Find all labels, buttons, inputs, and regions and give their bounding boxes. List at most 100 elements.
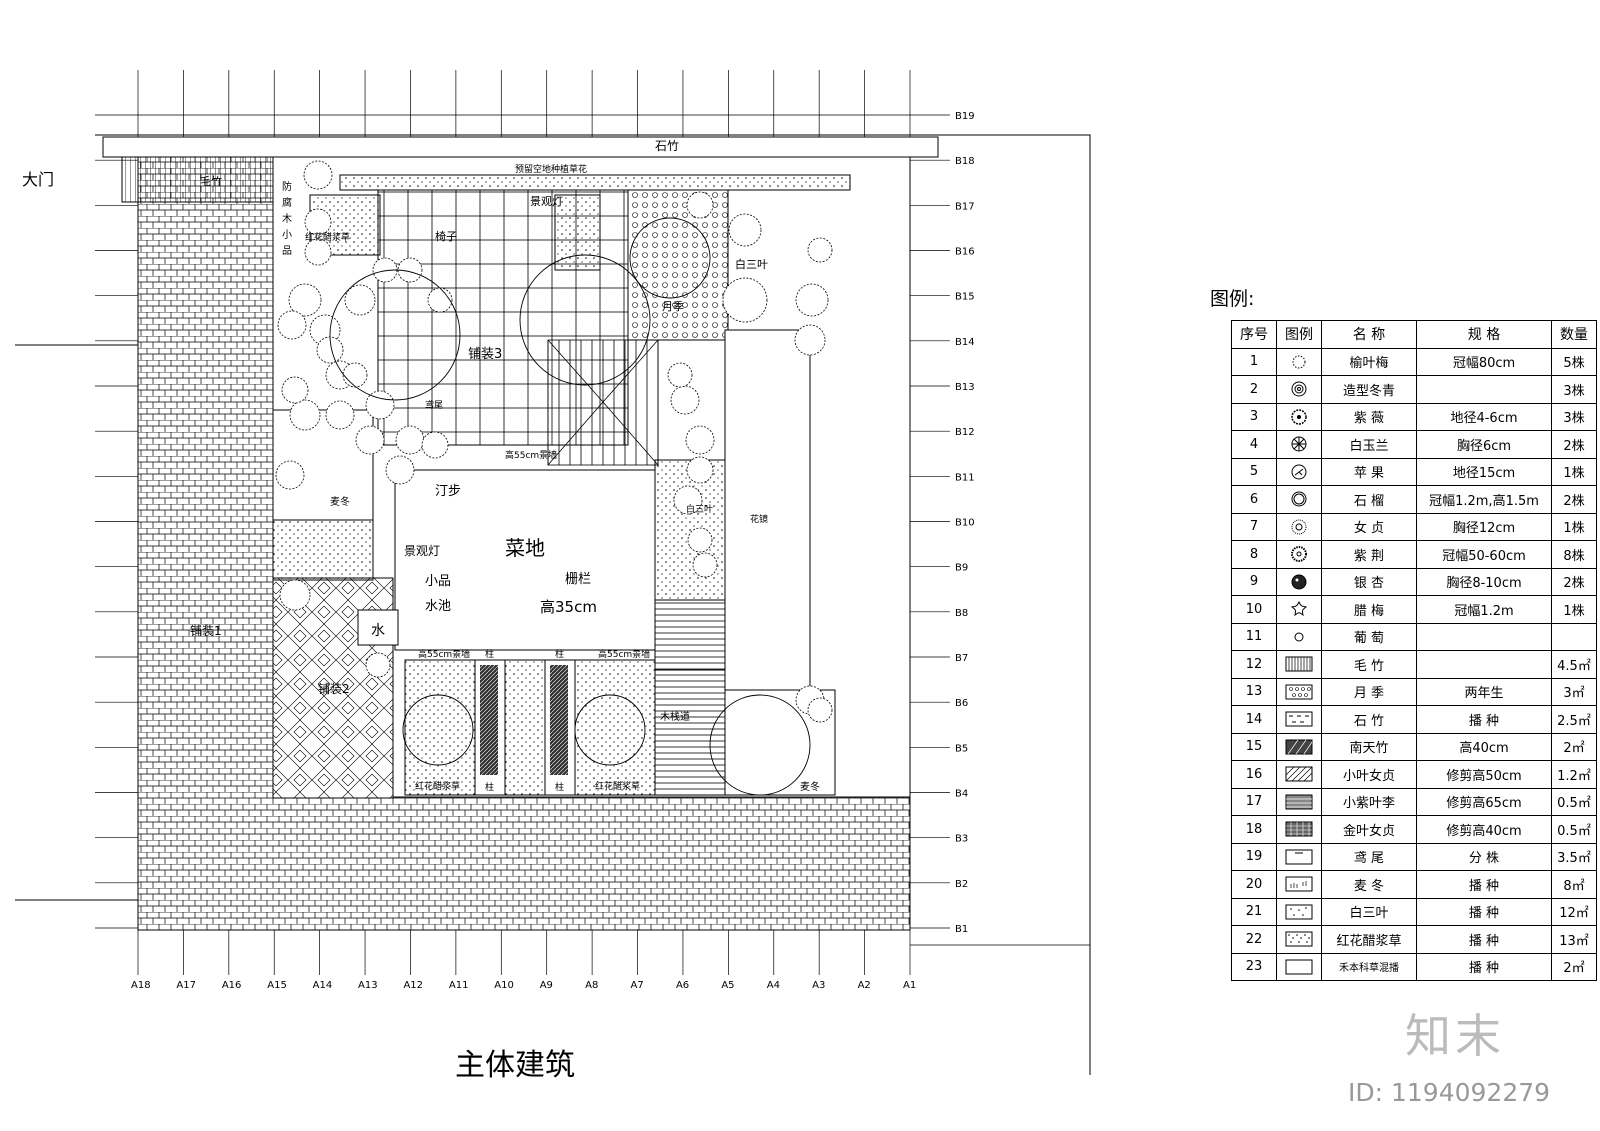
legend-no: 2 [1231,375,1277,404]
legend-no: 12 [1231,650,1277,679]
image-id-label: ID: 1194092279 [1348,1078,1551,1107]
legend-no: 23 [1231,952,1277,981]
legend-spec: 播 种 [1416,925,1552,954]
grid-label-a: A3 [812,980,825,991]
plan-label-yizi: 椅子 [435,229,457,243]
tree-symbol [304,208,332,236]
grid-label-b: B5 [955,743,968,754]
legend-name: 榆叶梅 [1321,347,1417,376]
legend-name: 造型冬青 [1321,375,1417,404]
legend-header-name: 名 称 [1321,320,1417,349]
tree-symbol [395,425,425,455]
legend-qty: 8株 [1551,540,1597,569]
grid-label-a: A1 [903,980,916,991]
grid-label-b: B7 [955,653,968,664]
legend-symbol [1276,677,1322,706]
diagonal-hatch-icon [1285,766,1313,782]
dense-tree-icon [1285,519,1313,535]
plan-label-puzhuang2: 铺装2 [318,682,350,696]
legend-qty: 2㎡ [1551,732,1597,761]
legend-symbol [1276,347,1322,376]
legend-symbol [1276,842,1322,871]
grass-mark-icon [1285,876,1313,892]
grid-label-b: B19 [955,111,975,122]
legend-symbol [1276,430,1322,459]
grid-label-a: A13 [358,980,378,991]
legend-symbol [1276,787,1322,816]
legend-name: 紫 薇 [1321,402,1417,431]
dotted-circle-icon [1285,354,1313,370]
legend-qty: 2.5㎡ [1551,705,1597,734]
legend-qty: 8㎡ [1551,870,1597,899]
legend-name: 紫 荆 [1321,540,1417,569]
legend-spec: 两年生 [1416,677,1552,706]
legend-no: 18 [1231,815,1277,844]
legend-name: 小紫叶李 [1321,787,1417,816]
legend-symbol [1276,705,1322,734]
gate-label: 大门 [22,170,55,189]
tree-symbol [277,310,307,340]
legend-qty: 2株 [1551,430,1597,459]
legend-name: 银 杏 [1321,567,1417,596]
tree-symbol [288,283,322,317]
legend-header-qty: 数量 [1551,320,1597,349]
legend-name: 腊 梅 [1321,595,1417,624]
legend-spec: 修剪高50cm [1416,760,1552,789]
plan-label-hongcao-top: 红花醋浆草 [305,231,350,243]
legend-name: 毛 竹 [1321,650,1417,679]
legend-no: 13 [1231,677,1277,706]
grid-label-a: A12 [403,980,423,991]
legend-name: 小叶女贞 [1321,760,1417,789]
tree-symbol [275,460,305,490]
legend-qty: 0.5㎡ [1551,787,1597,816]
legend-name: 苹 果 [1321,457,1417,486]
tree-symbol [397,257,423,283]
tree-symbol [365,390,395,420]
grid-label-a: A18 [131,980,151,991]
legend-no: 21 [1231,897,1277,926]
grid-label-a: A17 [176,980,196,991]
legend-row: 2 造型冬青 3株 [1231,375,1597,404]
legend-symbol [1276,815,1322,844]
dot-pattern-icon [1285,904,1313,920]
tree-symbol [427,287,453,313]
legend-no: 3 [1231,402,1277,431]
legend-name: 麦 冬 [1321,870,1417,899]
legend-name: 月 季 [1321,677,1417,706]
legend-spec: 播 种 [1416,705,1552,734]
tree-symbol [686,191,714,219]
legend-qty: 2㎡ [1551,952,1597,981]
legend-spec: 高40cm [1416,732,1552,761]
tree-symbol [728,213,762,247]
legend-header-no: 序号 [1231,320,1277,349]
grid-label-b: B18 [955,156,975,167]
legend-symbol [1276,402,1322,431]
legend-spec: 分 株 [1416,842,1552,871]
small-circle-icon [1285,629,1313,645]
grid-label-a: A8 [585,980,598,991]
dark-tree-icon [1285,574,1313,590]
legend-name: 金叶女贞 [1321,815,1417,844]
tree-symbol [722,277,768,323]
ring-tree-icon [1285,546,1313,563]
legend-qty: 3株 [1551,375,1597,404]
grid-label-b: B17 [955,201,975,212]
plan-label-caidi: 菜地 [505,536,545,560]
grid-label-b: B3 [955,834,968,845]
tree-symbol [304,238,332,266]
grid-label-a: A2 [858,980,871,991]
tree-symbol [667,362,693,388]
legend-no: 11 [1231,622,1277,651]
plan-label-zhu-4: 柱 [555,781,564,793]
legend-header-spec: 规 格 [1416,320,1552,349]
legend-header-row: 序号 图例 名 称 规 格 数量 [1231,320,1597,349]
legend-qty: 13㎡ [1551,925,1597,954]
grid-label-b: B13 [955,382,975,393]
